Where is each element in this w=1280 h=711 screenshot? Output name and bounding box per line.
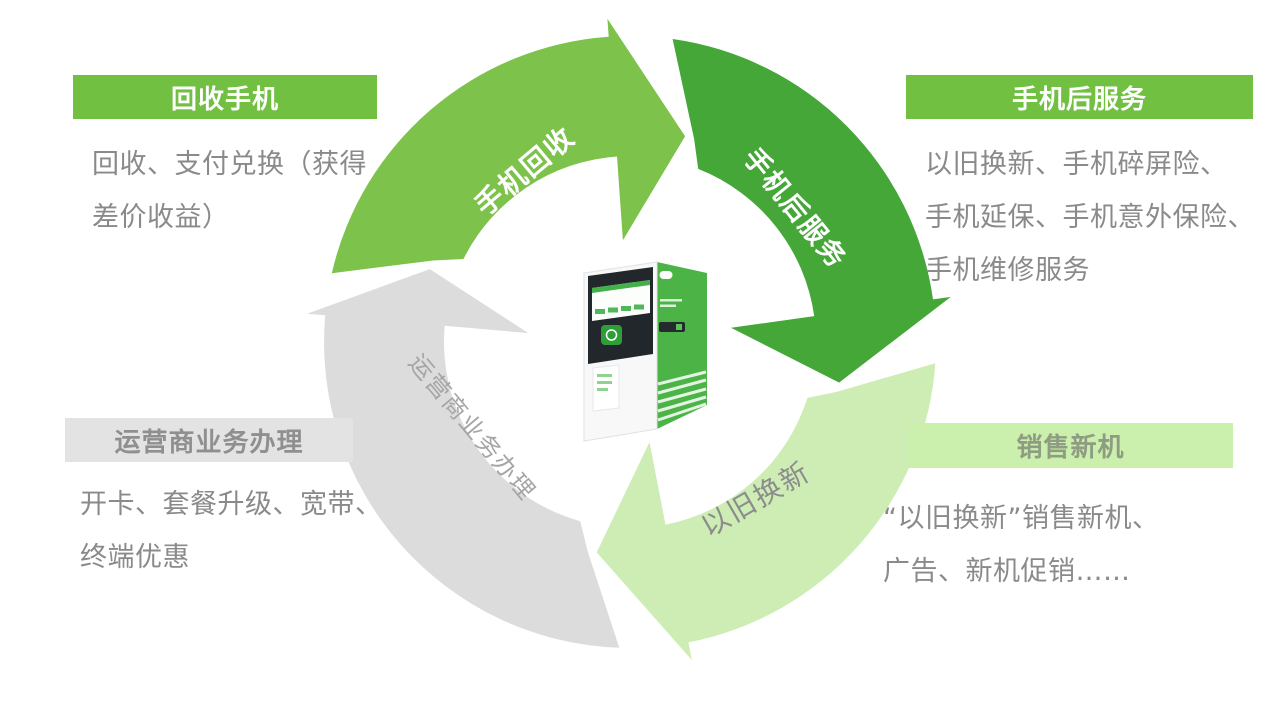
panel-body-line: 手机延保、手机意外保险、 <box>925 202 1255 233</box>
panel-body-carrier-business: 开卡、套餐升级、宽带、 终端优惠 <box>80 478 383 584</box>
panel-title-carrier-business: 运营商业务办理 <box>65 418 353 462</box>
panel-body-line: 以旧换新、手机碎屏险、 <box>925 149 1228 180</box>
panel-body-line: “以旧换新”销售新机、 <box>883 503 1160 534</box>
panel-body-line: 回收、支付兑换（获得 <box>92 149 367 180</box>
panel-body-new-phone-sales: “以旧换新”销售新机、 广告、新机促销…… <box>883 492 1159 598</box>
kiosk-illustration <box>583 261 707 442</box>
panel-body-recycle-phone: 回收、支付兑换（获得 差价收益） <box>92 138 367 244</box>
panel-title-new-phone-sales: 销售新机 <box>908 423 1233 468</box>
panel-body-line: 开卡、套餐升级、宽带、 <box>80 489 383 520</box>
panel-body-line: 广告、新机促销…… <box>883 556 1131 587</box>
cycle-arrow-recycle-icon <box>331 18 686 274</box>
panel-body-line: 终端优惠 <box>80 542 190 573</box>
cycle-arrow-trade-in-icon <box>596 363 936 660</box>
panel-body-line: 手机维修服务 <box>925 255 1090 286</box>
panel-title-after-service: 手机后服务 <box>906 75 1253 119</box>
panel-body-line: 差价收益） <box>92 202 230 233</box>
cycle-arrow-carrier-business-icon <box>307 269 620 648</box>
cycle-arrow-after-service-icon <box>672 39 951 383</box>
panel-body-after-service: 以旧换新、手机碎屏险、 手机延保、手机意外保险、 手机维修服务 <box>925 138 1255 297</box>
panel-title-recycle-phone: 回收手机 <box>73 75 377 119</box>
